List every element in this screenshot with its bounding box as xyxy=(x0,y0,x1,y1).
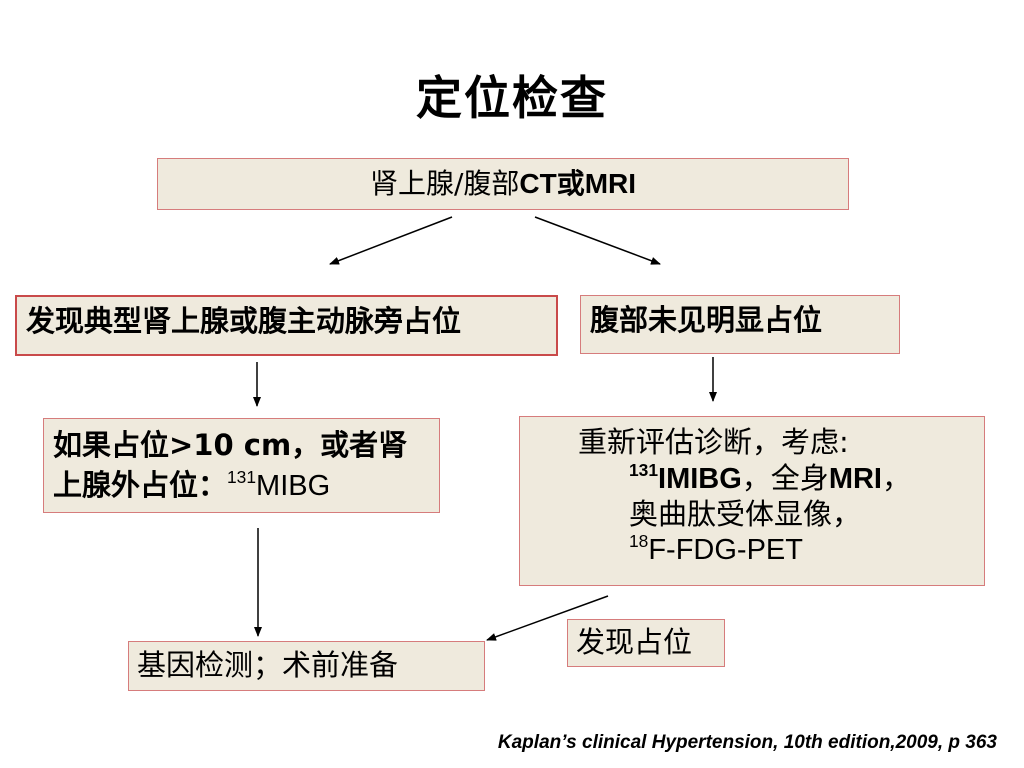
node-left2-line2-post: MIBG xyxy=(256,470,331,502)
node-right2-mri: MRI xyxy=(828,463,882,495)
node-right2-sup2: 18 xyxy=(629,531,649,552)
node-mass-found: 发现占位 xyxy=(567,619,725,667)
citation: Kaplan’s clinical Hypertension, 10th edi… xyxy=(497,732,997,753)
node-right2-line2: 131IMIBG，全身MRI， xyxy=(629,461,911,497)
node-right2-line2-mid: ，全身 xyxy=(741,461,829,495)
node-right2-sup1: 131 xyxy=(629,460,659,481)
node-gene-text: 基因检测；术前准备 xyxy=(137,648,399,682)
node-top-text-pre: 肾上腺/腹部 xyxy=(369,167,520,200)
node-left2-line2-sup-wrap: 131MIBG xyxy=(227,467,331,502)
node-right2-imibg: IMIBG xyxy=(658,463,742,495)
arrow-top-to-right xyxy=(534,216,661,265)
page-title: 定位检查 xyxy=(416,71,608,125)
node-right2-line3: 奥曲肽受体显像， xyxy=(629,497,862,531)
node-right1-text: 腹部未见明显占位 xyxy=(590,303,823,337)
node-top-ct: CT xyxy=(519,168,557,199)
node-mibg: 如果占位>10 cm，或者肾 上腺外占位：131MIBG xyxy=(43,418,440,513)
node-right2-line4-post: F-FDG-PET xyxy=(648,534,803,566)
arrow-right2-to-gene xyxy=(486,595,609,641)
arrow-top-to-left xyxy=(329,216,453,265)
node-top-mri: MRI xyxy=(584,168,637,199)
node-left2-line2-pre: 上腺外占位： xyxy=(53,468,228,502)
node-right2-line2-supwrap: 131IMIBG xyxy=(629,460,742,495)
node-right2-line1: 重新评估诊断，考虑: xyxy=(578,425,849,459)
node-typical-mass: 发现典型肾上腺或腹主动脉旁占位 xyxy=(15,295,558,356)
node-no-mass: 腹部未见明显占位 xyxy=(580,295,900,354)
node-top-or: 或 xyxy=(556,167,585,200)
node-left2-line2: 上腺外占位：131MIBG xyxy=(53,465,439,506)
node-reevaluate: 重新评估诊断，考虑: 131IMIBG，全身MRI， 奥曲肽受体显像， 18F-… xyxy=(519,416,985,586)
node-left1-text: 发现典型肾上腺或腹主动脉旁占位 xyxy=(26,304,462,338)
node-left2-line1: 如果占位>10 cm，或者肾 xyxy=(53,428,408,462)
node-right2-line2-end: ， xyxy=(881,461,911,495)
node-imaging-ct-mri: 肾上腺/腹部CT或MRI xyxy=(157,158,849,210)
node-left2-sup: 131 xyxy=(227,467,257,488)
node-genetic-testing: 基因检测；术前准备 xyxy=(128,641,485,691)
node-right2-line4: 18F-FDG-PET xyxy=(629,533,803,568)
node-found-text: 发现占位 xyxy=(576,625,693,659)
